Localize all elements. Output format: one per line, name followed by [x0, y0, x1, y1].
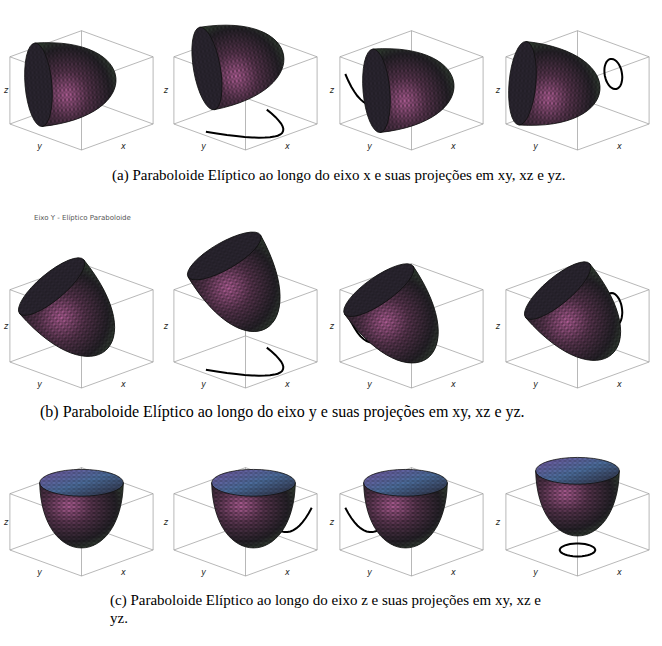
axis-label: y: [367, 142, 372, 151]
axis-label: x: [285, 380, 290, 389]
projection-curve: [206, 348, 283, 376]
axis-box: [340, 264, 483, 388]
axis-label: z: [4, 321, 8, 330]
axis-label: x: [617, 380, 622, 389]
paraboloid-surface: [11, 249, 137, 377]
projection-curve: [206, 110, 283, 138]
axis-label: z: [330, 517, 334, 526]
paraboloid-surface: [364, 469, 448, 548]
plot-panel: [10, 31, 153, 150]
axis-label: z: [164, 86, 168, 95]
axis-box: [10, 468, 153, 576]
axis-label: y: [37, 568, 42, 577]
axis-label: y: [37, 142, 42, 151]
axis-label: x: [451, 380, 456, 389]
plot-title: Eixo Y - Elíptico Paraboloide: [34, 214, 131, 222]
plot-panel: [340, 31, 483, 150]
plot-panel: [10, 468, 153, 576]
axis-label: x: [451, 142, 456, 151]
plot-panel: [174, 223, 317, 388]
axis-label: x: [121, 568, 126, 577]
axis-label: y: [533, 380, 538, 389]
plot-panel: [506, 457, 649, 576]
axis-label: z: [330, 321, 334, 330]
axis-label: x: [285, 568, 290, 577]
axis-label: x: [451, 568, 456, 577]
plot-panel: [505, 31, 649, 150]
axis-label: y: [367, 380, 372, 389]
paraboloid-surface: [337, 255, 461, 382]
axis-label: y: [533, 568, 538, 577]
axis-label: y: [201, 142, 206, 151]
paraboloid-surface: [517, 253, 643, 381]
axis-label: z: [496, 321, 500, 330]
plot-panel: [174, 468, 317, 576]
axis-box: [10, 31, 153, 150]
axis-label: x: [617, 142, 622, 151]
plot-panel: [340, 468, 483, 576]
axis-label: y: [37, 380, 42, 389]
axis-label: y: [367, 568, 372, 577]
axis-box: [340, 468, 483, 576]
axis-label: x: [121, 142, 126, 151]
axis-label: x: [617, 568, 622, 577]
axis-label: y: [201, 380, 206, 389]
plot-panel: [506, 253, 649, 388]
projection-curve: [604, 59, 622, 89]
figure-caption: (c) Paraboloide Elíptico ao longo do eix…: [110, 591, 555, 627]
paraboloid-surface: [505, 40, 603, 131]
projection-curve: [560, 544, 595, 557]
axis-label: z: [164, 517, 168, 526]
plot-panel: [10, 249, 153, 388]
paraboloid-surface: [212, 469, 296, 548]
axis-label: z: [330, 86, 334, 95]
axis-label: y: [201, 568, 206, 577]
axis-box: [340, 31, 483, 150]
paraboloid-surface: [359, 42, 457, 133]
plot-panel: [337, 255, 483, 388]
axis-label: z: [4, 517, 8, 526]
paraboloid-surface: [21, 36, 119, 127]
axis-label: z: [4, 86, 8, 95]
axis-label: x: [121, 380, 126, 389]
axis-box: [506, 31, 649, 150]
plot-panel: [174, 14, 317, 150]
paraboloid-surface: [187, 14, 291, 112]
paraboloid-surface: [40, 469, 124, 548]
paraboloid-surface: [536, 457, 620, 536]
figure-caption: (a) Paraboloide Elíptico ao longo do eix…: [112, 166, 567, 184]
axis-label: z: [496, 517, 500, 526]
axis-label: y: [533, 142, 538, 151]
paraboloid-surface: [181, 223, 302, 349]
axis-box: [174, 468, 317, 576]
figure-caption: (b) Paraboloide Elíptico ao longo do eix…: [4, 402, 656, 421]
axis-label: z: [164, 321, 168, 330]
axis-label: z: [496, 86, 500, 95]
axis-label: x: [285, 142, 290, 151]
